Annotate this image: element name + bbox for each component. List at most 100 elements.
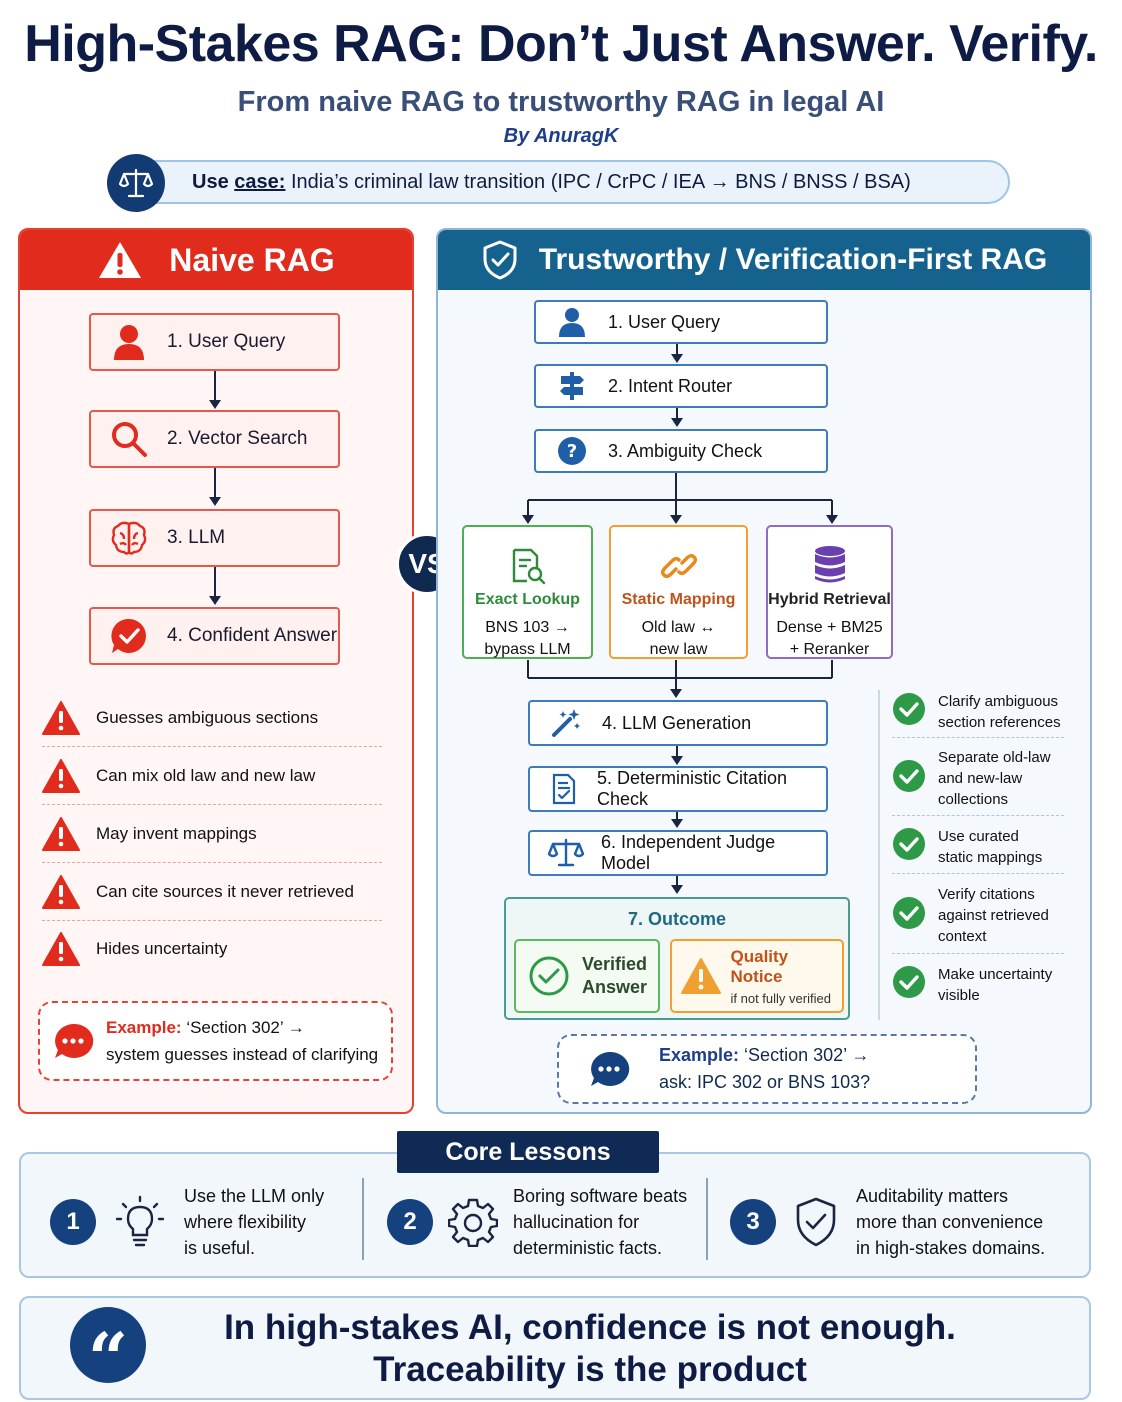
- quote-line1: In high-stakes AI, confidence is not eno…: [224, 1308, 956, 1347]
- route-line1: Dense + BM25: [776, 619, 883, 636]
- check-circle-icon: [516, 955, 582, 997]
- route-static-mapping: Static Mapping Old law ↔ new law: [609, 525, 748, 659]
- check-circle-icon: [892, 827, 938, 867]
- use-case-banner: Use case: India’s criminal law transitio…: [132, 160, 1010, 204]
- risk-text: Can cite sources it never retrieved: [96, 881, 354, 901]
- warning-icon: [42, 874, 96, 909]
- trust-check-item: Make uncertainty visible: [892, 958, 1064, 1012]
- naive-risk-item: Hides uncertainty: [42, 920, 382, 978]
- naive-step-llm: 3. LLM: [89, 509, 340, 567]
- route-line2: bypass LLM: [484, 641, 571, 658]
- gear-icon: [433, 1197, 513, 1247]
- naive-rag-title: Naive RAG: [169, 241, 335, 278]
- author-byline: By AnuragK: [503, 125, 619, 147]
- warning-icon: [42, 816, 96, 851]
- example-line1: ‘Section 302’ →: [181, 1018, 305, 1037]
- quote-icon: “: [70, 1307, 146, 1394]
- trust-step-label: 2. Intent Router: [608, 375, 733, 396]
- search-icon: [91, 420, 167, 458]
- document-search-icon: [464, 535, 591, 585]
- magic-wand-icon: [530, 707, 602, 739]
- check-circle-icon: [892, 692, 938, 732]
- trust-step-intent-router: 2. Intent Router: [534, 364, 828, 408]
- naive-step-label: 2. Vector Search: [167, 428, 308, 449]
- naive-example-box: Example: ‘Section 302’ → system guesses …: [38, 1001, 393, 1081]
- user-icon: [91, 323, 167, 361]
- trust-step-ambiguity-check: ? 3. Ambiguity Check: [534, 429, 828, 473]
- trust-step-label: 6. Independent Judge Model: [601, 832, 776, 873]
- branch-connectors: [522, 473, 838, 698]
- trust-check-item: Separate old-law and new-law collections: [892, 742, 1064, 816]
- check-line: context: [938, 928, 987, 945]
- trust-example-box: Example: ‘Section 302’ → ask: IPC 302 or…: [557, 1034, 977, 1104]
- check-line: Make uncertainty: [938, 966, 1053, 983]
- trust-step-citation-check: 5. Deterministic Citation Check: [528, 766, 828, 812]
- route-title: Hybrid Retrieval: [768, 591, 891, 608]
- check-circle-icon: [892, 896, 938, 936]
- link-icon: [611, 535, 746, 585]
- chat-bubble-icon: [559, 1049, 659, 1089]
- warning-icon: [42, 700, 96, 735]
- user-icon: [536, 307, 608, 337]
- notice-sub: if not fully verified: [730, 990, 831, 1006]
- risk-text: Guesses ambiguous sections: [96, 707, 319, 727]
- closing-quote-panel: [19, 1296, 1091, 1400]
- naive-step-label: 1. User Query: [167, 331, 286, 352]
- shield-check-icon: [776, 1196, 856, 1248]
- use-case-prefix: Use: [192, 171, 235, 193]
- verified-line2: Answer: [582, 977, 648, 997]
- check-line: Separate old-law: [938, 749, 1051, 766]
- check-line: section references: [938, 713, 1061, 731]
- route-line2: new law: [649, 641, 708, 658]
- trust-step-judge-model: 6. Independent Judge Model: [528, 830, 828, 876]
- route-exact-lookup: Exact Lookup BNS 103 → bypass LLM: [462, 525, 593, 659]
- example-line1: ‘Section 302’ →: [739, 1045, 870, 1065]
- naive-step-vector-search: 2. Vector Search: [89, 410, 340, 468]
- trust-step-label: 3. Ambiguity Check: [608, 440, 763, 461]
- notice-title: Quality Notice: [730, 946, 789, 986]
- lesson-number: 3: [730, 1199, 776, 1245]
- outcome-title: 7. Outcome: [627, 909, 727, 929]
- check-circle-icon: [892, 965, 938, 1005]
- naive-risk-item: May invent mappings: [42, 805, 382, 863]
- use-case-label: case:: [234, 171, 286, 193]
- route-hybrid-retrieval: Hybrid Retrieval Dense + BM25 + Reranker: [766, 525, 893, 659]
- question-icon: ?: [536, 436, 608, 466]
- check-line: and new-law: [938, 770, 1023, 787]
- risk-text: May invent mappings: [96, 823, 257, 843]
- naive-risk-item: Can cite sources it never retrieved: [42, 863, 382, 921]
- chat-bubble-icon: [40, 1021, 106, 1061]
- risk-text: Can mix old law and new law: [96, 765, 316, 785]
- scales-icon: [530, 838, 601, 868]
- trustworthy-rag-header: Trustworthy / Verification-First RAG: [438, 230, 1090, 290]
- naive-risk-item: Guesses ambiguous sections: [42, 689, 382, 747]
- naive-step-label: 3. LLM: [167, 527, 226, 548]
- route-title: Exact Lookup: [475, 591, 580, 608]
- example-line2: ask: IPC 302 or BNS 103?: [659, 1072, 871, 1092]
- naive-step-confident-answer: 4. Confident Answer: [89, 607, 340, 665]
- check-line: visible: [938, 987, 980, 1004]
- warning-icon: [42, 758, 96, 793]
- example-line2: system guesses instead of clarifying: [106, 1045, 379, 1064]
- database-icon: [768, 535, 891, 585]
- trustworthy-rag-title: Trustworthy / Verification-First RAG: [538, 243, 1048, 276]
- signpost-icon: [536, 371, 608, 401]
- naive-step-label: 4. Confident Answer: [167, 625, 338, 646]
- lesson-number: 2: [387, 1199, 433, 1245]
- trust-check-item: Clarify ambiguous section references: [892, 686, 1064, 738]
- check-line: static mappings: [938, 848, 1043, 866]
- page-subtitle: From naive RAG to trustworthy RAG in leg…: [237, 86, 885, 118]
- check-line: collections: [938, 791, 1009, 808]
- lesson-divider: [362, 1178, 364, 1260]
- warning-icon: [42, 932, 96, 966]
- check-line: Clarify ambiguous: [938, 692, 1059, 710]
- trust-step-llm-generation: 4. LLM Generation: [528, 700, 828, 746]
- checks-divider: [878, 690, 880, 1020]
- lesson-divider: [706, 1178, 708, 1260]
